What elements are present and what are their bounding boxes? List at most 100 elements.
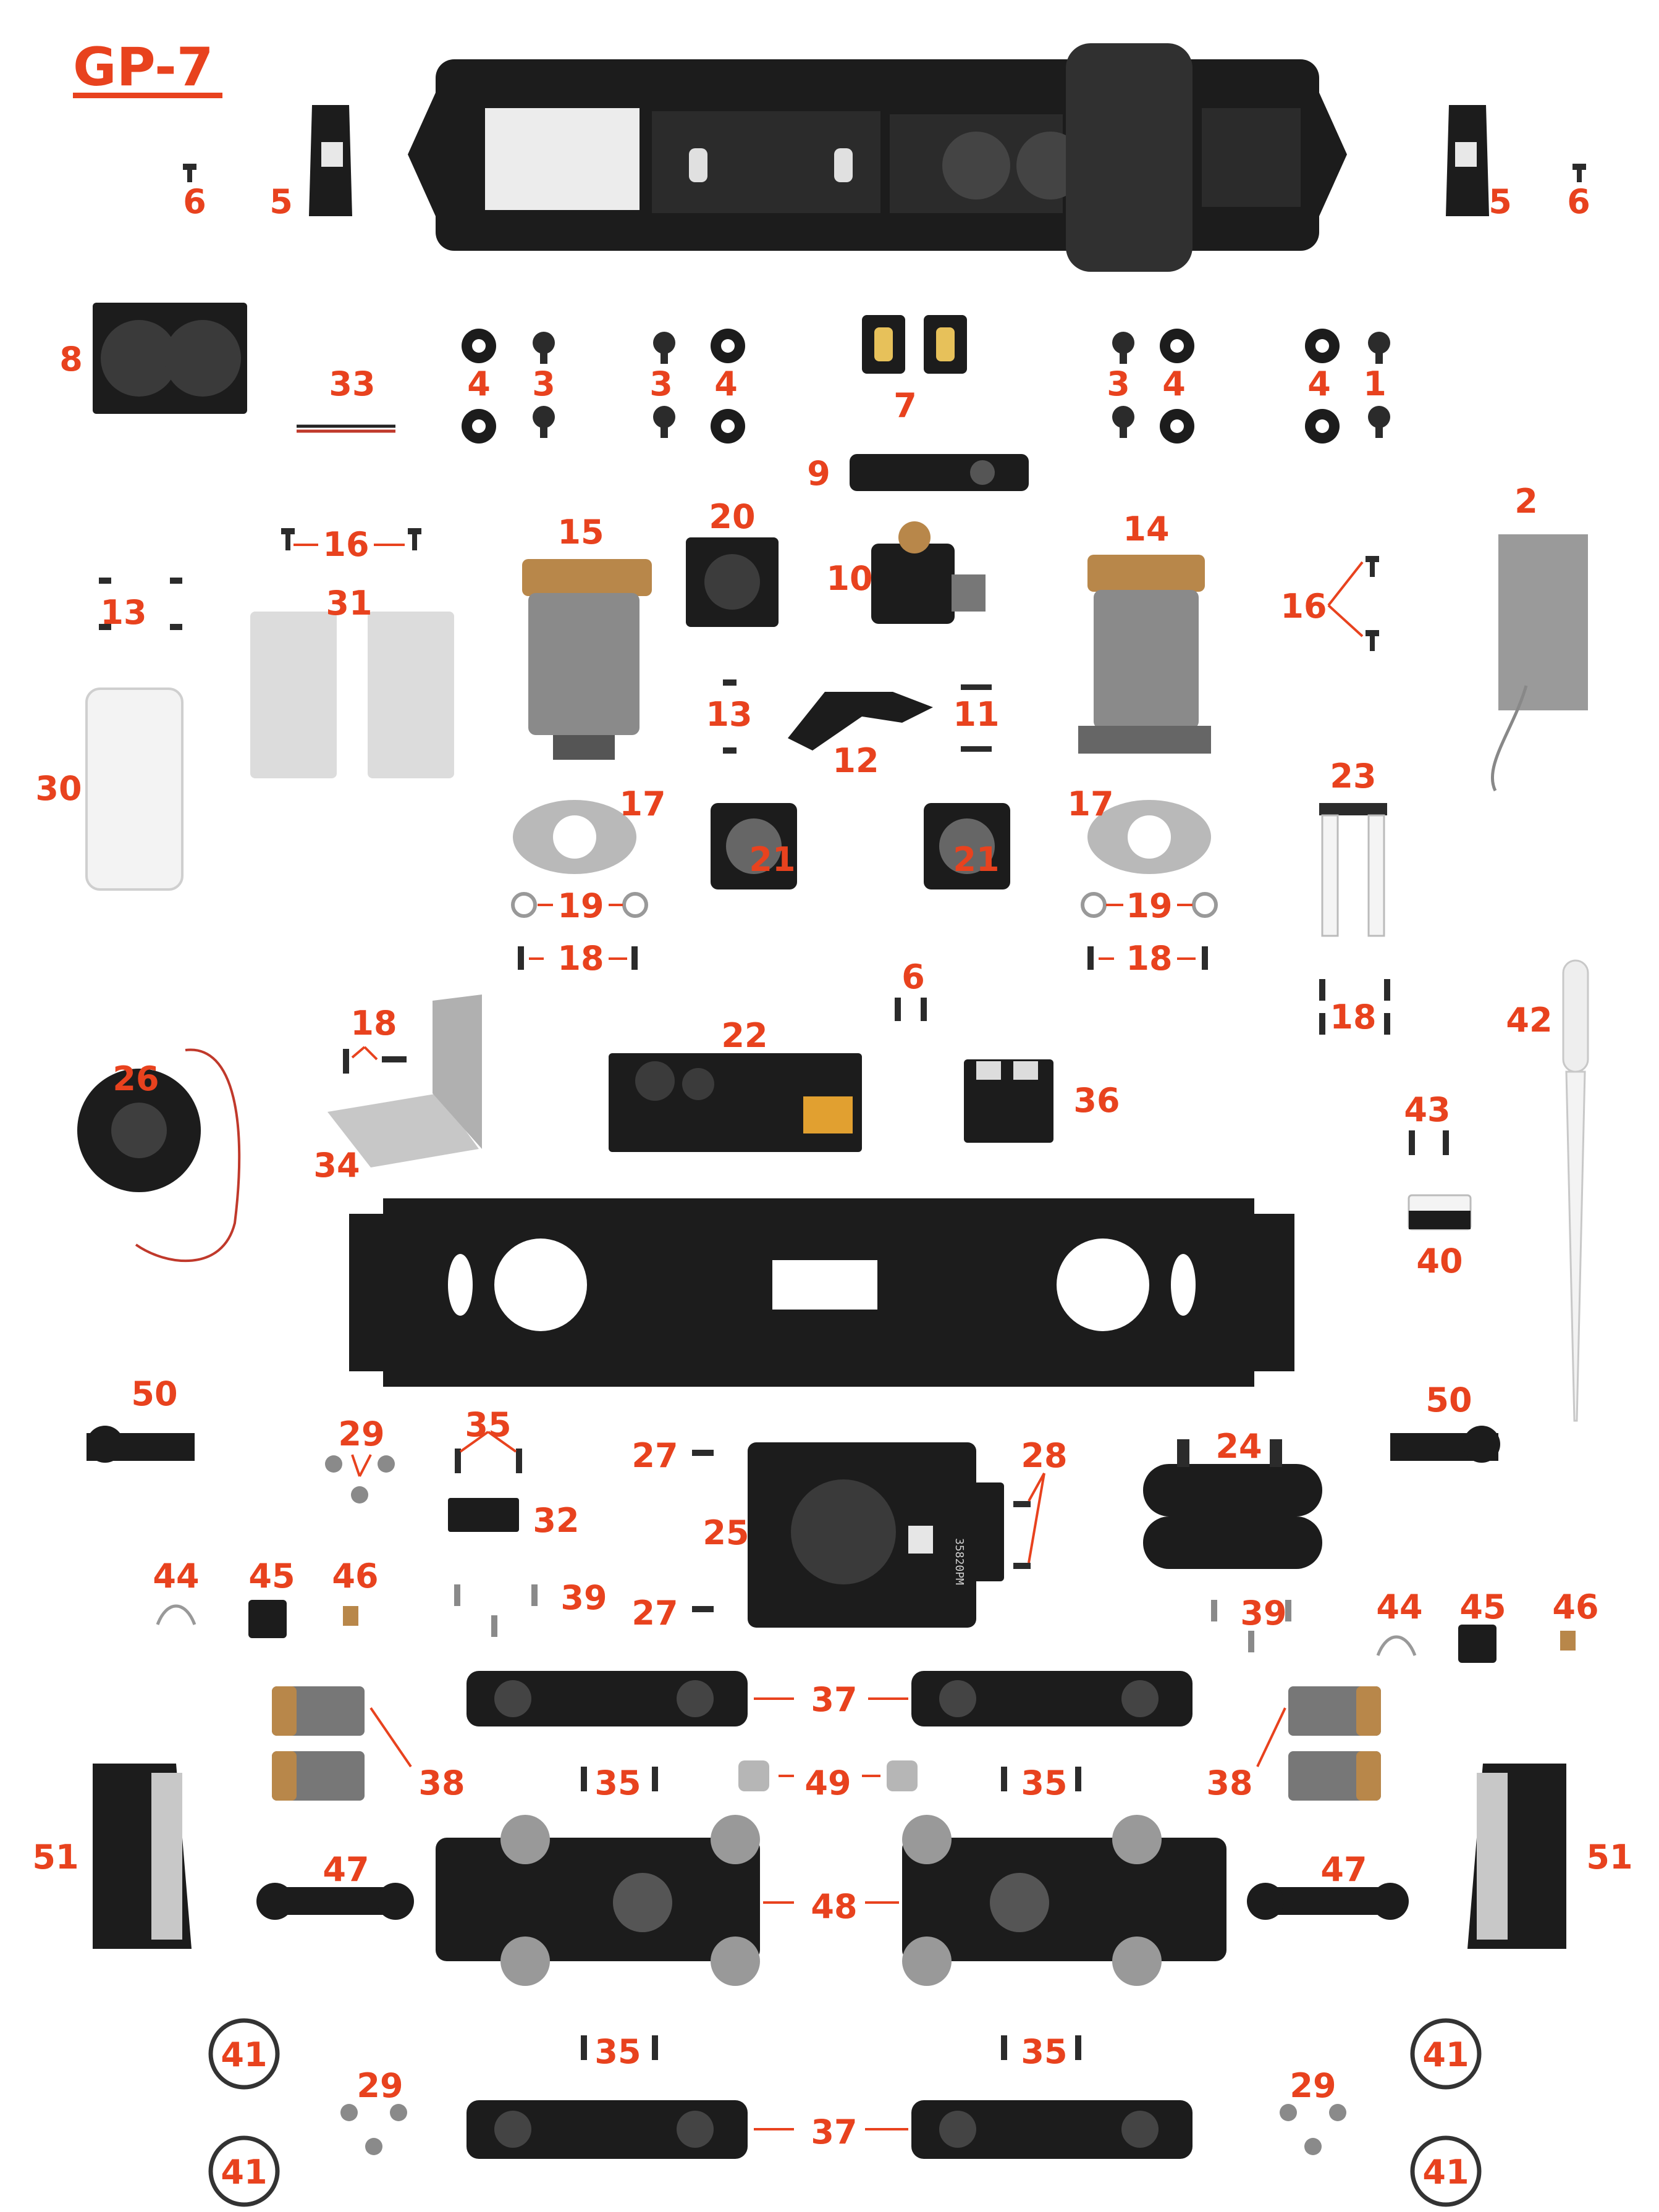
screws-18-row-right — [1087, 946, 1208, 970]
light-board-left — [309, 105, 352, 216]
screws-13-top — [99, 578, 182, 630]
smoke-unit-10 — [871, 521, 986, 624]
bracket-34 — [327, 995, 482, 1167]
callout-8: 8 — [59, 340, 83, 379]
callout-41: 41 — [1422, 2153, 1469, 2192]
callout-6: 6 — [183, 182, 206, 221]
callout-3: 3 — [1107, 364, 1130, 403]
callout-9: 9 — [807, 454, 830, 493]
callout-19: 19 — [1126, 886, 1172, 925]
callout-44: 44 — [1376, 1588, 1422, 1626]
traction-tire-41-c — [208, 2135, 280, 2207]
callout-6: 6 — [901, 957, 925, 996]
callout-35: 35 — [594, 2032, 641, 2071]
callout-49: 49 — [804, 1764, 851, 1802]
callout-50: 50 — [1425, 1381, 1472, 1419]
callout-23: 23 — [1330, 757, 1376, 796]
callout-7: 7 — [893, 386, 917, 425]
screws-29-a — [325, 1455, 395, 1503]
callout-19: 19 — [557, 886, 604, 925]
motor-14 — [1078, 555, 1211, 754]
truck-sideframe-37-bottom-right — [911, 2100, 1193, 2159]
callout-16: 16 — [1280, 587, 1327, 626]
battery-cover-30 — [85, 688, 184, 891]
callout-16: 16 — [323, 525, 369, 564]
screws-35-a — [455, 1449, 522, 1473]
callout-46: 46 — [332, 1557, 378, 1596]
motor-15 — [522, 559, 652, 760]
callout-47: 47 — [323, 1850, 369, 1889]
speaker-26 — [77, 1048, 241, 1263]
callout-3: 3 — [649, 364, 673, 403]
callout-18: 18 — [350, 1004, 397, 1043]
callout-34: 34 — [313, 1146, 360, 1185]
tank-24 — [1143, 1439, 1322, 1569]
motor-mount-17-left — [513, 800, 636, 874]
screws-27 — [692, 1450, 714, 1612]
callout-12: 12 — [832, 741, 879, 780]
washers-screws-group-a — [462, 329, 555, 444]
title-underline — [73, 93, 222, 98]
spring-44-left — [156, 1604, 196, 1625]
screws-29-b — [340, 2104, 407, 2155]
contacts-7 — [862, 315, 967, 374]
screws-35-b — [581, 1767, 658, 1791]
connector-40 — [1408, 1194, 1472, 1230]
callout-35: 35 — [1021, 2032, 1067, 2071]
truck-sideframe-37-top-left — [466, 1671, 748, 1726]
callout-35: 35 — [594, 1764, 641, 1802]
screws-16-left — [281, 528, 421, 550]
screws-39-right — [1211, 1600, 1291, 1652]
callout-48: 48 — [811, 1887, 857, 1926]
callout-44: 44 — [153, 1557, 199, 1596]
screws-35-e — [1001, 2035, 1081, 2060]
washers-screws-group-c — [1112, 329, 1194, 444]
smoke-stack-23 — [1319, 803, 1387, 937]
callout-37: 37 — [811, 1680, 857, 1719]
pickup-38-left — [272, 1686, 365, 1801]
motor-box-marking: 35820PM — [953, 1538, 966, 1585]
callout-4: 4 — [1162, 364, 1186, 403]
callout-30: 30 — [35, 769, 82, 808]
board-36 — [964, 1059, 1053, 1143]
callout-29: 29 — [1290, 2066, 1336, 2105]
callout-41: 41 — [1422, 2035, 1469, 2074]
callout-11: 11 — [953, 695, 999, 734]
pilot-51-left — [93, 1764, 192, 1949]
callout-36: 36 — [1073, 1081, 1120, 1120]
locomotive-body-shell — [408, 43, 1347, 272]
screws-39-left — [454, 1584, 538, 1637]
callout-40: 40 — [1416, 1242, 1463, 1281]
callout-39: 39 — [560, 1578, 607, 1617]
callout-5: 5 — [269, 182, 293, 221]
callout-18: 18 — [557, 939, 604, 978]
callout-22: 22 — [721, 1016, 767, 1055]
screws-11 — [961, 684, 992, 752]
callout-3: 3 — [532, 364, 555, 403]
flywheel-cover-21-left — [711, 803, 797, 889]
callout-27: 27 — [631, 1594, 678, 1633]
callout-41: 41 — [221, 2153, 267, 2192]
callout-1: 1 — [1363, 364, 1387, 403]
truck-sideframe-37-bottom-left — [466, 2100, 748, 2159]
callout-50: 50 — [131, 1374, 177, 1413]
callout-4: 4 — [714, 364, 738, 403]
screws-43 — [1409, 1130, 1449, 1155]
callout-18: 18 — [1330, 998, 1376, 1037]
weight-plate-2 — [1490, 534, 1588, 792]
callout-35: 35 — [1021, 1764, 1067, 1802]
callout-29: 29 — [338, 1415, 384, 1453]
callout-26: 26 — [112, 1059, 159, 1098]
callout-51: 51 — [32, 1838, 78, 1877]
board-32 — [448, 1498, 519, 1532]
callout-46: 46 — [1552, 1588, 1598, 1626]
callout-4: 4 — [467, 364, 491, 403]
callout-15: 15 — [557, 513, 604, 552]
traction-tire-41-a — [208, 2018, 280, 2090]
pipette-42 — [1562, 959, 1589, 1422]
callout-25: 25 — [703, 1513, 749, 1552]
screws-35-d — [581, 2035, 658, 2060]
callout-21: 21 — [953, 840, 999, 879]
washers-screws-group-d — [1305, 329, 1390, 444]
truck-assembly-48-left — [436, 1815, 760, 1986]
